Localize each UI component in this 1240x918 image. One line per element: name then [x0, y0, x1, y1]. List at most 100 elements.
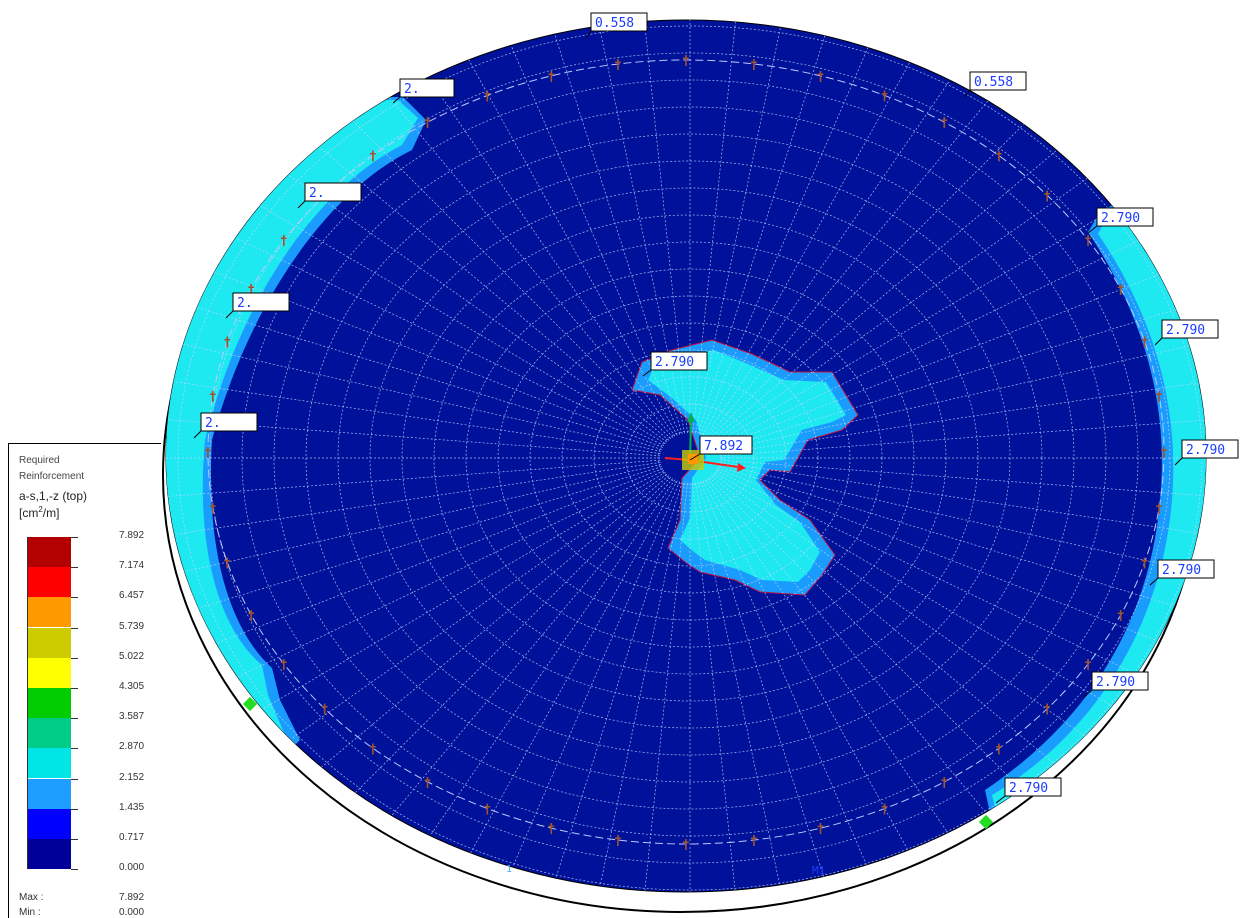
svg-text:2.: 2. [309, 186, 325, 201]
mesh-spoke [710, 125, 1087, 441]
column-support-symbol: † [247, 283, 255, 298]
svg-text:7.892: 7.892 [704, 439, 743, 454]
value-label: 2. [392, 78, 455, 104]
mesh-spoke [453, 31, 678, 436]
mesh-node-tag: 1 [506, 864, 512, 875]
column-support-symbol: † [1117, 283, 1125, 298]
legend-value: 4.305 [119, 681, 145, 692]
column-support-symbol: † [424, 116, 432, 131]
mesh-spoke [719, 416, 1206, 457]
legend-unit: [cm2/m] [19, 505, 60, 520]
legend-swatch [27, 537, 71, 567]
svg-text:2.790: 2.790 [1101, 211, 1140, 226]
svg-text:2.790: 2.790 [1096, 675, 1135, 690]
center-zone-high [648, 350, 846, 582]
node-marker [978, 814, 994, 830]
mesh-spoke [718, 336, 1206, 452]
column-support-symbol: † [1160, 446, 1168, 461]
value-label: 7.892 [689, 435, 753, 461]
mesh-spoke [710, 475, 1087, 791]
column-support-symbol: † [369, 150, 377, 165]
svg-text:2.790: 2.790 [1162, 563, 1201, 578]
axis-tag: M1 [812, 864, 825, 877]
column-support-symbol: † [547, 822, 555, 837]
mesh-spoke [702, 31, 927, 436]
column-supports: ††††††††††††††††††††††††††††††††††††††††… [204, 54, 1168, 853]
legend-title-line2: Reinforcement [19, 471, 85, 482]
legend-tick [71, 869, 78, 871]
legend-tick [71, 627, 78, 629]
column-support-symbol: † [817, 822, 825, 837]
mesh-spoke [166, 466, 662, 620]
svg-text:2.: 2. [404, 82, 420, 97]
column-support-symbol: † [280, 658, 288, 673]
mesh-spoke [718, 296, 1206, 450]
legend-value: 0.000 [119, 862, 145, 874]
column-support-symbol: † [881, 89, 889, 104]
legend-value: 1.435 [119, 801, 145, 813]
mesh-spoke [166, 459, 661, 500]
value-label: 2.790 [1087, 207, 1154, 234]
column-support-symbol: † [682, 838, 690, 853]
mesh-spoke [709, 97, 1051, 440]
column-support-symbol: † [483, 89, 491, 104]
legend-swatch [27, 778, 71, 809]
svg-text:2.: 2. [205, 416, 221, 431]
column-support-symbol: † [1084, 234, 1092, 249]
mesh-spoke [409, 50, 676, 437]
column-support-symbol: † [750, 58, 758, 73]
value-label: 2. [193, 412, 258, 439]
column-ring-line [207, 59, 1165, 845]
mesh-spoke [704, 479, 971, 866]
mesh-spoke [166, 464, 662, 580]
mesh-spoke [293, 475, 670, 791]
legend-swatch [27, 839, 71, 869]
color-legend: Required Reinforcement a-s,1,-z (top) [c… [8, 443, 161, 918]
column-support-symbol: † [1117, 609, 1125, 624]
column-support-symbol: † [995, 742, 1003, 757]
mesh-spoke [166, 336, 662, 452]
column-support-symbol: † [1155, 390, 1163, 405]
mesh-spoke [694, 482, 788, 892]
mesh-spoke [368, 478, 674, 844]
column-support-symbol: † [223, 336, 231, 351]
legend-value: 5.022 [119, 650, 145, 662]
value-label: 2.790 [1083, 671, 1149, 698]
mesh-spoke [592, 482, 686, 892]
value-label: 0.558 [585, 12, 648, 39]
legend-value: 7.174 [119, 560, 145, 572]
mesh-spoke [166, 296, 662, 450]
mesh-spoke [697, 482, 836, 892]
column-support-symbol: † [1141, 556, 1149, 571]
svg-text:2.790: 2.790 [655, 355, 694, 370]
mesh-spoke [204, 470, 665, 694]
column-support-symbol: † [682, 54, 690, 69]
legend-tick [71, 778, 78, 780]
legend-value: 5.739 [119, 620, 145, 632]
legend-swatch [27, 748, 71, 779]
column-support-symbol: † [547, 70, 555, 85]
mesh-spoke [718, 466, 1206, 620]
column-support-symbol: † [1043, 703, 1051, 718]
mesh-spoke [717, 468, 1198, 657]
column-support-symbol: † [223, 556, 231, 571]
value-label: 2.790 [1154, 319, 1219, 346]
column-support-symbol: † [1141, 336, 1149, 351]
legend-swatch [27, 597, 71, 628]
legend-tick [71, 839, 78, 840]
value-label: 2.790 [1174, 439, 1239, 466]
mesh-spoke [694, 20, 788, 434]
svg-text:0.558: 0.558 [595, 16, 634, 31]
legend-value: 2.152 [119, 771, 145, 783]
mesh-spoke [204, 222, 665, 446]
legend-swatch [27, 627, 71, 658]
legend-tick [71, 808, 78, 810]
legend-tick [71, 597, 78, 599]
mesh-spoke [544, 482, 683, 892]
legend-value: 3.587 [119, 711, 145, 723]
svg-text:2.: 2. [237, 296, 253, 311]
legend-swatch [27, 808, 71, 839]
value-label: 2.790 [1149, 559, 1215, 586]
column-support-symbol: † [247, 609, 255, 624]
